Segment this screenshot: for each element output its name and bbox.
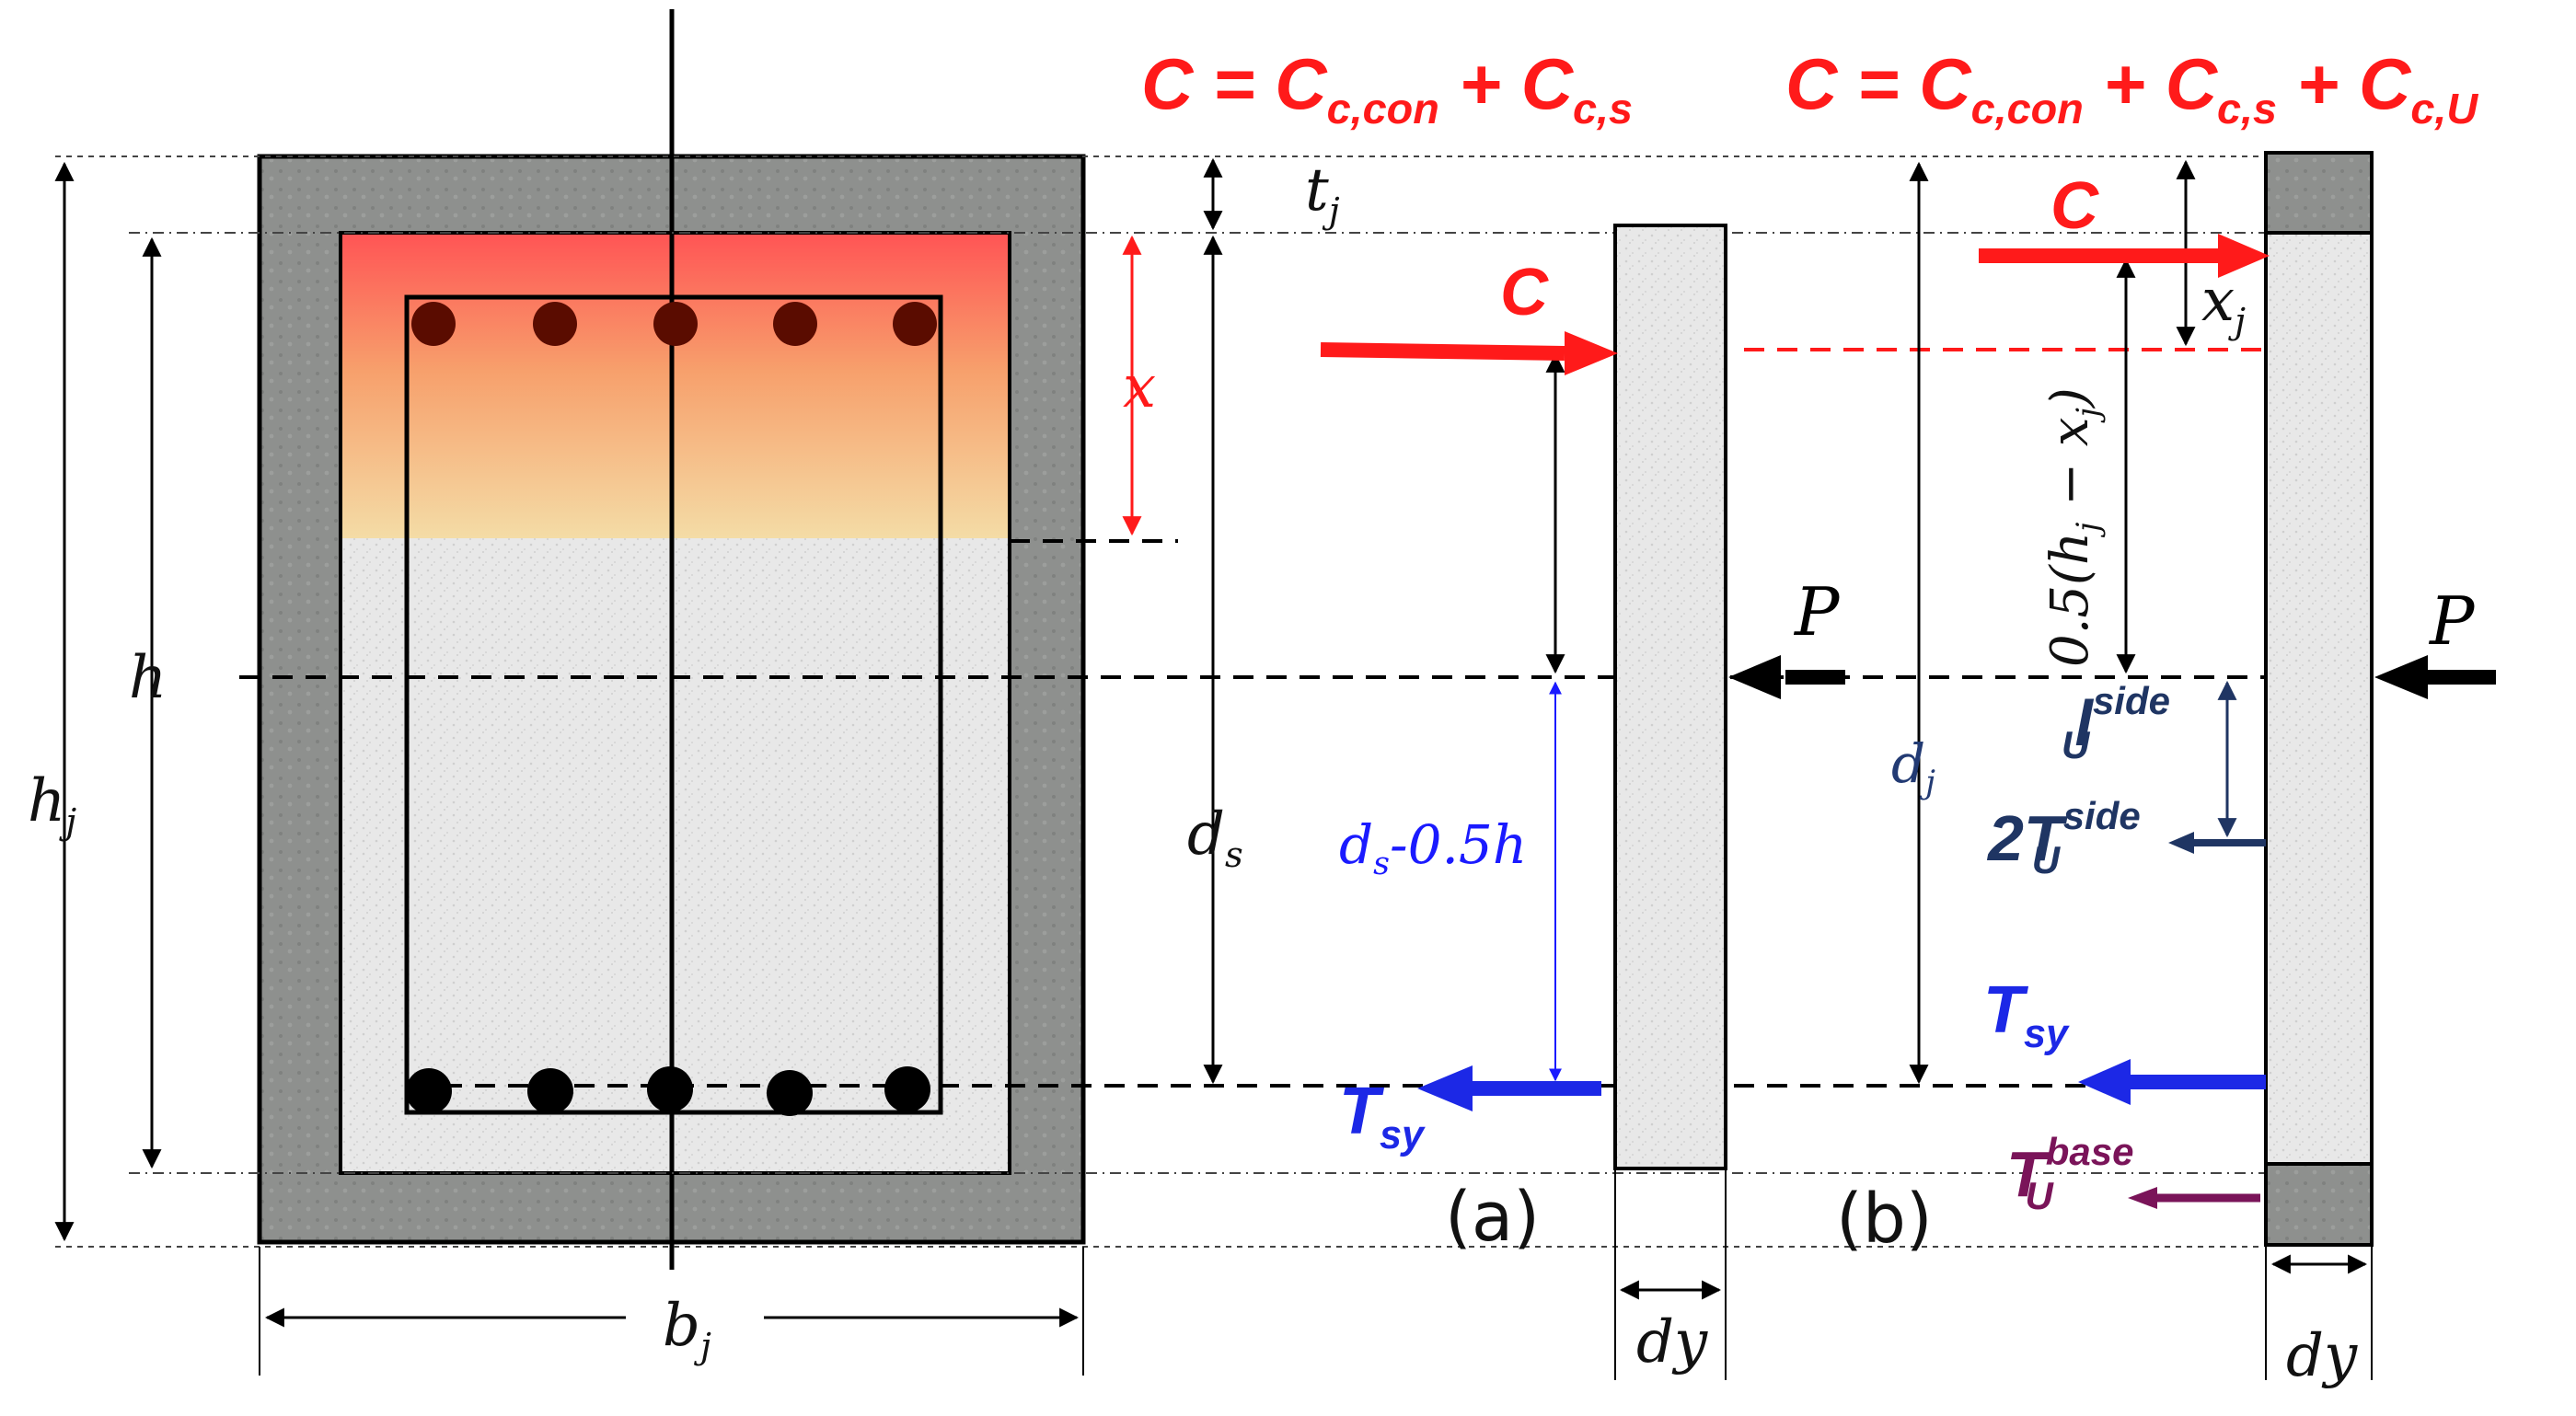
tsy-arrow-b — [2078, 1059, 2266, 1105]
t-side-arrow — [2168, 832, 2266, 854]
strip-a — [1613, 224, 1727, 1170]
dy-b-label: dy — [2286, 1322, 2358, 1390]
strip-b-core — [2264, 231, 2374, 1166]
tsy-label-b: Tsy — [1983, 973, 2070, 1056]
strip-b-top-jacket — [2264, 151, 2374, 235]
c-arrow-a — [1320, 331, 1618, 375]
force-arrows — [1320, 234, 2496, 1209]
tsy-label-a: Tsy — [1339, 1075, 1426, 1157]
tsy-arrow-a — [1417, 1065, 1601, 1111]
dy-a-label: dy — [1636, 1308, 1708, 1376]
top-rebars — [411, 302, 937, 346]
x-label: x — [1123, 353, 1156, 421]
p-arrow-b — [2374, 655, 2496, 699]
t-base-arrow — [2128, 1187, 2260, 1209]
dj-label: dj — [1891, 732, 1935, 801]
c-arrow-b — [1979, 234, 2270, 278]
half-hx-label: 0.5(hj − xj) — [2040, 387, 2106, 667]
c-label-a: C — [1500, 256, 1549, 329]
p-label-a: P — [1793, 573, 1841, 650]
ds-05h-label: ds-0.5h — [1339, 813, 1527, 882]
strip-b-bottom-jacket — [2264, 1162, 2374, 1247]
compression-zone — [342, 235, 1008, 538]
h-label: h — [129, 644, 167, 712]
dimensions — [54, 157, 2373, 1380]
c-label-b: C — [2050, 169, 2099, 243]
panel-a-label: (a) — [1445, 1178, 1540, 1257]
ds-label: ds — [1187, 800, 1243, 876]
cross-section — [257, 9, 1086, 1270]
equation-a: C = Cc,con + Cc,s — [1141, 43, 1633, 132]
panel-b-label: (b) — [1836, 1180, 1933, 1259]
hj-label: hj — [28, 767, 76, 843]
xj-label: xj — [2201, 267, 2246, 342]
p-arrow-a — [1728, 655, 1845, 699]
equation-b: C = Cc,con + Cc,s + Cc,U — [1785, 43, 2478, 132]
bj-label: bj — [663, 1292, 711, 1367]
tj-label: tj — [1305, 156, 1340, 232]
bottom-rebars — [406, 1066, 930, 1116]
reference-lines — [55, 155, 2266, 1248]
p-label-b: P — [2428, 582, 2476, 660]
strip-b — [2264, 151, 2374, 1247]
